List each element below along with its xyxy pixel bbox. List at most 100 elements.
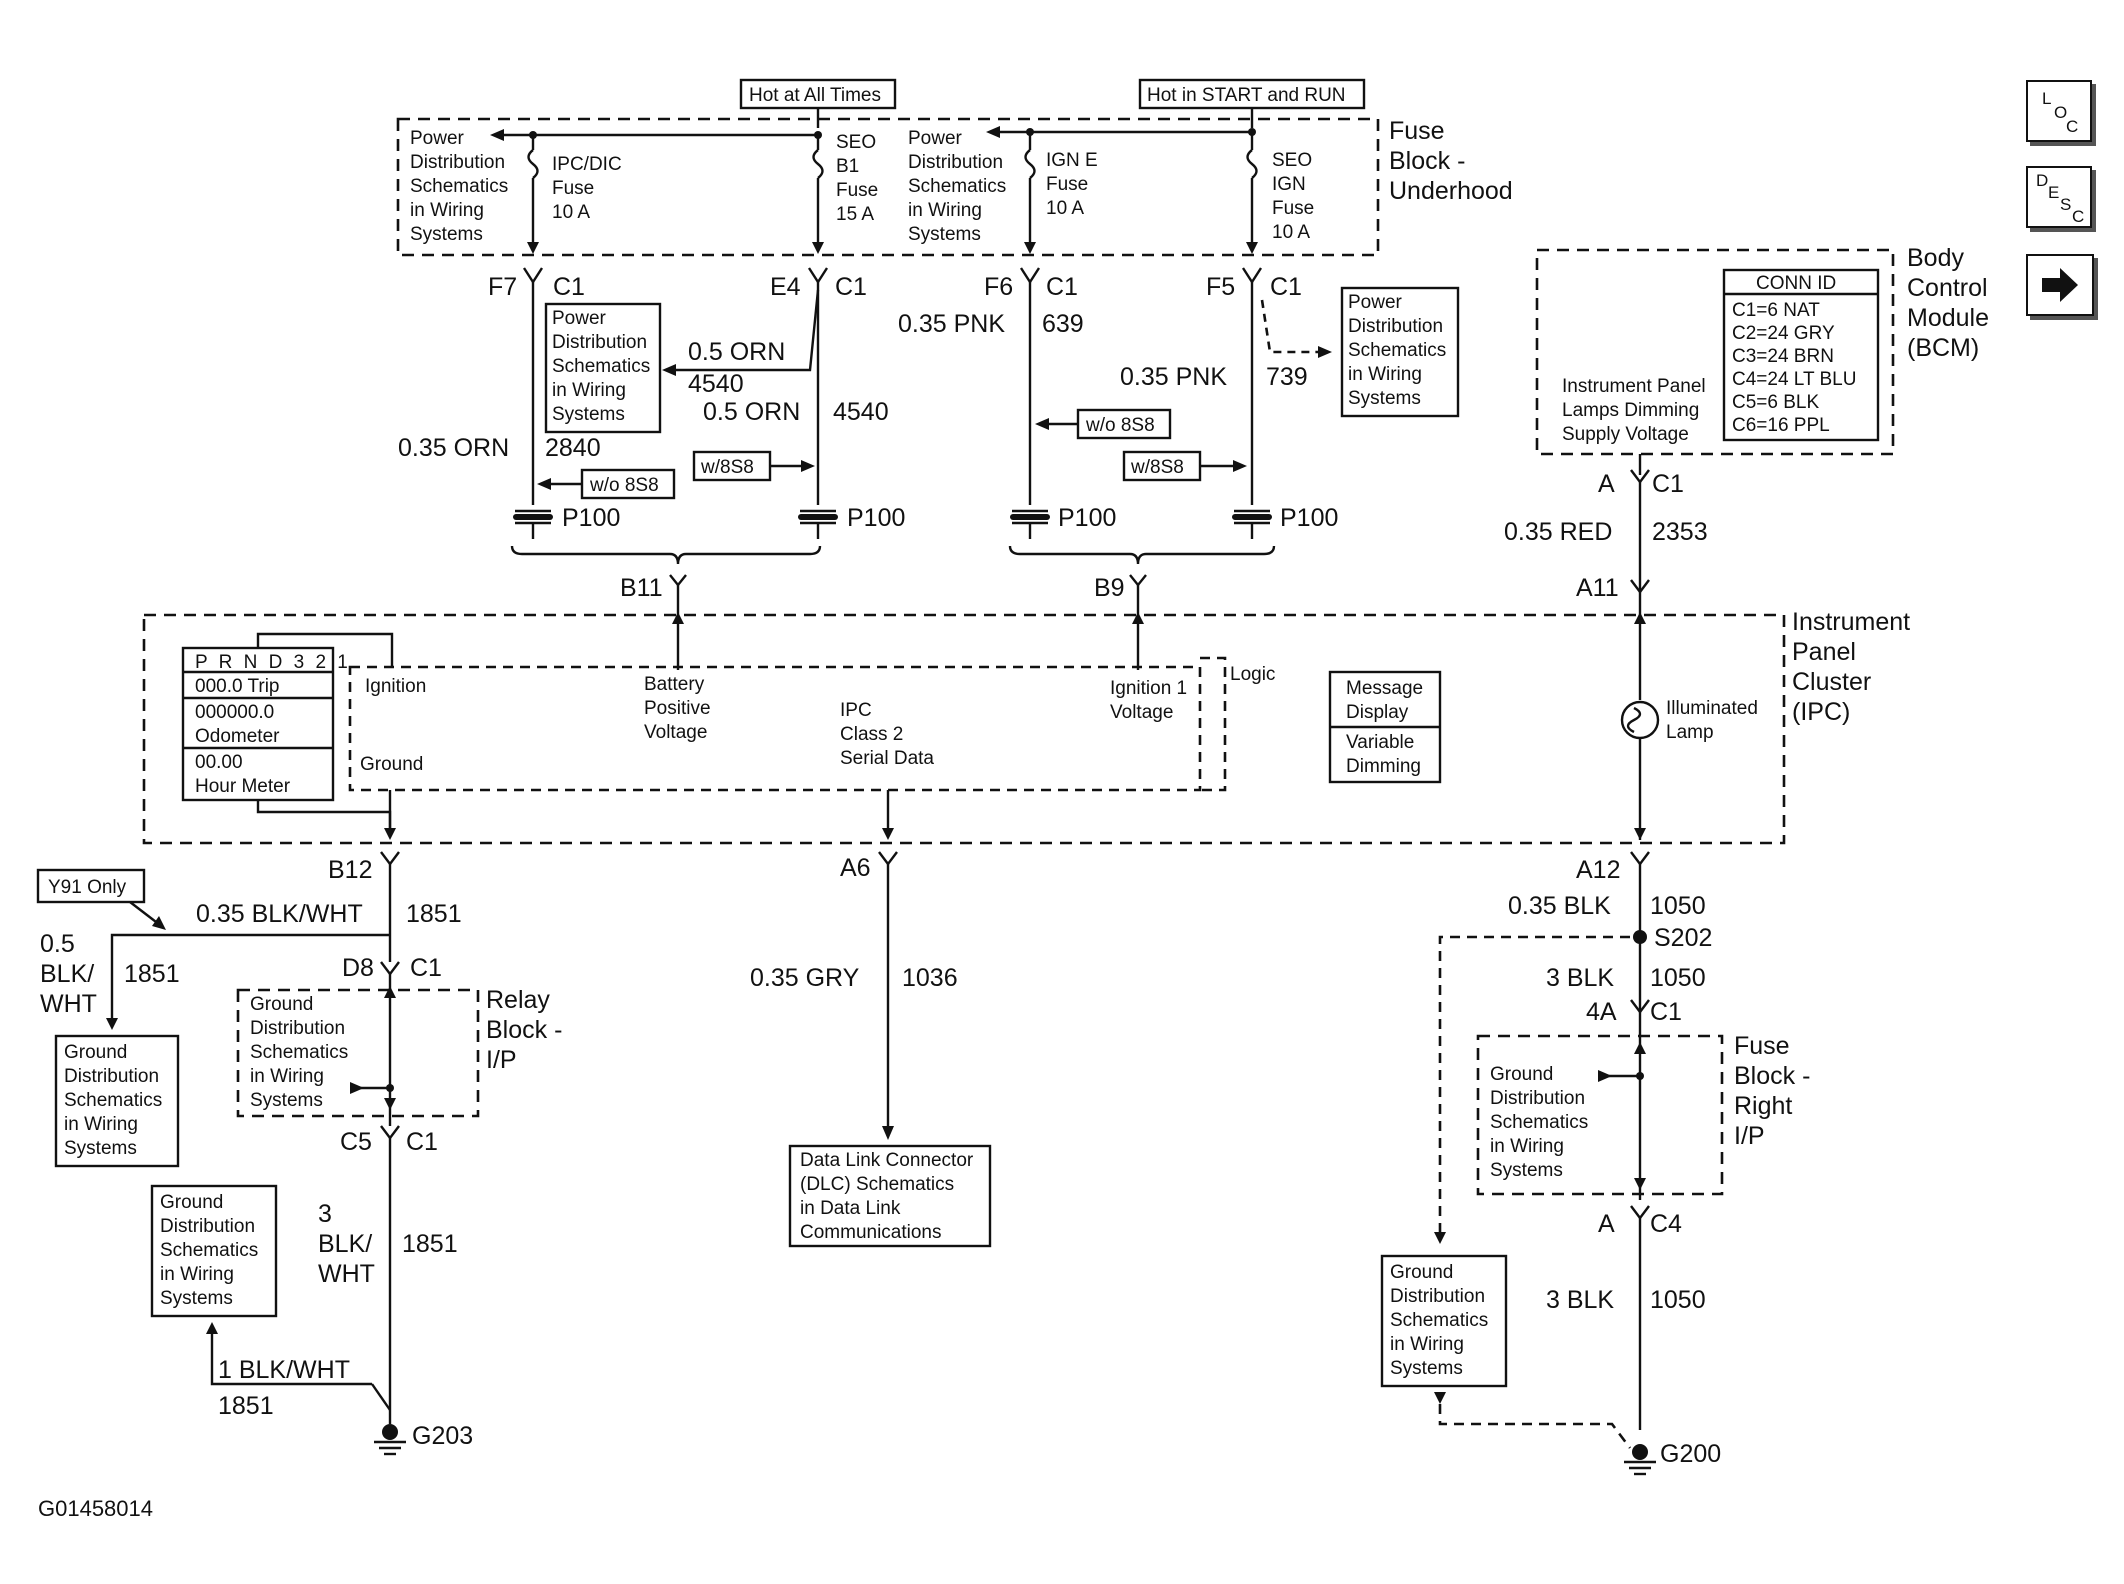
svg-text:A: A	[1598, 1210, 1615, 1238]
next-button[interactable]	[2026, 254, 2094, 316]
svg-text:P R N D 3 2 1: P R N D 3 2 1	[195, 652, 351, 673]
ground-g200-icon	[1624, 1444, 1656, 1476]
fuse-block-right-c4-label: A C4	[1598, 1210, 1682, 1238]
svg-text:1851: 1851	[124, 960, 180, 988]
svg-text:Systems: Systems	[64, 1138, 137, 1159]
ipc-ignition-label: Ignition	[365, 676, 426, 697]
desc-letter-c: C	[2072, 207, 2085, 226]
svg-text:in Wiring: in Wiring	[250, 1066, 324, 1087]
svg-text:00.00: 00.00	[195, 752, 243, 773]
ground-g200-label: G200	[1660, 1440, 1721, 1468]
bcm-supply-voltage-label: Instrument Panel Lamps Dimming Supply Vo…	[1562, 376, 1706, 445]
svg-text:in Wiring: in Wiring	[64, 1114, 138, 1135]
loc-letter-o: O	[2054, 103, 2068, 122]
bcm-title: Body Control Module (BCM)	[1907, 244, 1989, 362]
svg-text:IGN: IGN	[1272, 174, 1306, 195]
desc-letter-e: E	[2048, 183, 2060, 202]
svg-text:Schematics: Schematics	[160, 1240, 258, 1261]
svg-text:Systems: Systems	[1490, 1160, 1563, 1181]
svg-text:Variable: Variable	[1346, 732, 1414, 753]
svg-text:Instrument Panel: Instrument Panel	[1562, 376, 1706, 397]
svg-text:0.35 PNK: 0.35 PNK	[1120, 363, 1227, 391]
wire-4540-branch-label: 0.5 ORN 4540	[688, 338, 785, 398]
power-distribution-ref-box-4540: Power Distribution Schematics in Wiring …	[544, 302, 662, 434]
svg-text:Odometer: Odometer	[195, 726, 280, 747]
wire-1050-label-a: 0.35 BLK 1050	[1508, 892, 1706, 920]
svg-text:1851: 1851	[402, 1230, 458, 1258]
svg-text:I/P: I/P	[1734, 1122, 1765, 1150]
svg-text:4540: 4540	[688, 370, 744, 398]
svg-text:Ground: Ground	[64, 1042, 127, 1063]
svg-text:Systems: Systems	[1348, 388, 1421, 409]
svg-text:3 BLK: 3 BLK	[1546, 964, 1614, 992]
p100-splice-symbols	[513, 509, 1272, 539]
svg-text:Schematics: Schematics	[908, 176, 1006, 197]
svg-text:1851: 1851	[218, 1392, 274, 1420]
svg-text:C1: C1	[1046, 273, 1078, 301]
fuse-block-underhood-title: Fuse Block - Underhood	[1389, 117, 1513, 205]
ign-e-fuse-label: IGN E Fuse 10 A	[1046, 150, 1098, 219]
connector-labels-row-c1: F7 C1 E4 C1 F6 C1 F5 C1	[488, 273, 1302, 301]
option-wo8s8-right: w/o 8S8	[1076, 408, 1172, 440]
svg-text:Systems: Systems	[552, 404, 625, 425]
svg-text:w/o 8S8: w/o 8S8	[589, 475, 659, 496]
svg-text:Block -: Block -	[1389, 147, 1465, 175]
svg-text:Ignition: Ignition	[365, 676, 426, 697]
ipc-battery-voltage-label: Battery Positive Voltage	[644, 674, 711, 743]
ipc-ground-label: Ground	[360, 754, 423, 775]
desc-letter-s: S	[2060, 195, 2072, 214]
svg-text:E4: E4	[770, 273, 801, 301]
svg-text:Distribution: Distribution	[1348, 316, 1443, 337]
power-distribution-ref-left: Power Distribution Schematics in Wiring …	[410, 128, 508, 245]
ipc-dic-fuse-label: IPC/DIC Fuse 10 A	[552, 154, 622, 223]
desc-button[interactable]: D E S C	[2026, 166, 2092, 228]
svg-text:WHT: WHT	[40, 990, 97, 1018]
svg-text:Battery: Battery	[644, 674, 705, 695]
svg-text:Block -: Block -	[486, 1016, 562, 1044]
svg-text:Schematics: Schematics	[250, 1042, 348, 1063]
svg-text:C1: C1	[1652, 470, 1684, 498]
figure-id: G01458014	[38, 1496, 153, 1521]
ground-distribution-ref-fuse-right: Ground Distribution Schematics in Wiring…	[1490, 1064, 1588, 1181]
svg-text:0.5 ORN: 0.5 ORN	[688, 338, 785, 366]
option-w8s8-right: w/8S8	[1122, 450, 1202, 482]
svg-text:Schematics: Schematics	[410, 176, 508, 197]
svg-text:(IPC): (IPC)	[1792, 698, 1850, 726]
svg-text:2840: 2840	[545, 434, 601, 462]
svg-text:3 BLK: 3 BLK	[1546, 1286, 1614, 1314]
desc-letter-d: D	[2036, 171, 2049, 190]
svg-text:Distribution: Distribution	[250, 1018, 345, 1039]
svg-text:15 A: 15 A	[836, 204, 874, 225]
svg-text:F7: F7	[488, 273, 517, 301]
svg-text:000.0 Trip: 000.0 Trip	[195, 676, 280, 697]
svg-text:P100: P100	[1280, 504, 1338, 532]
wire-4540-label: 0.5 ORN 4540	[703, 398, 889, 426]
illuminated-lamp-label: Illuminated Lamp	[1666, 698, 1758, 743]
ipc-serial-data-label: IPC Class 2 Serial Data	[840, 700, 934, 769]
svg-text:Lamp: Lamp	[1666, 722, 1714, 743]
svg-text:C1: C1	[1650, 998, 1682, 1026]
svg-text:B12: B12	[328, 856, 372, 884]
wire-2840-label: 0.35 ORN 2840	[398, 434, 601, 462]
ipc-lower-connectors: B12 A6 A12	[328, 854, 1620, 884]
svg-text:Serial Data: Serial Data	[840, 748, 934, 769]
splice-s202-icon	[1633, 930, 1647, 944]
svg-text:C5: C5	[340, 1128, 372, 1156]
svg-text:Right: Right	[1734, 1092, 1792, 1120]
svg-text:IPC: IPC	[840, 700, 872, 721]
svg-text:in Wiring: in Wiring	[160, 1264, 234, 1285]
svg-text:SEO: SEO	[1272, 150, 1312, 171]
svg-text:C2=24 GRY: C2=24 GRY	[1732, 323, 1835, 344]
svg-text:3: 3	[318, 1200, 332, 1228]
hot-at-all-times-label: Hot at All Times	[739, 78, 897, 110]
svg-text:C1=6 NAT: C1=6 NAT	[1732, 300, 1820, 321]
loc-letter-l: L	[2042, 89, 2052, 108]
wire-1851-label-c: 3 BLK/ WHT 1851	[318, 1200, 458, 1288]
loc-button[interactable]: L O C	[2026, 80, 2092, 142]
svg-text:C3=24 BRN: C3=24 BRN	[1732, 346, 1834, 367]
svg-text:I/P: I/P	[486, 1046, 517, 1074]
p100-labels: P100 P100 P100 P100	[562, 504, 1338, 532]
relay-block-outline	[236, 988, 480, 1118]
svg-text:Schematics: Schematics	[64, 1090, 162, 1111]
svg-text:Distribution: Distribution	[552, 332, 647, 353]
